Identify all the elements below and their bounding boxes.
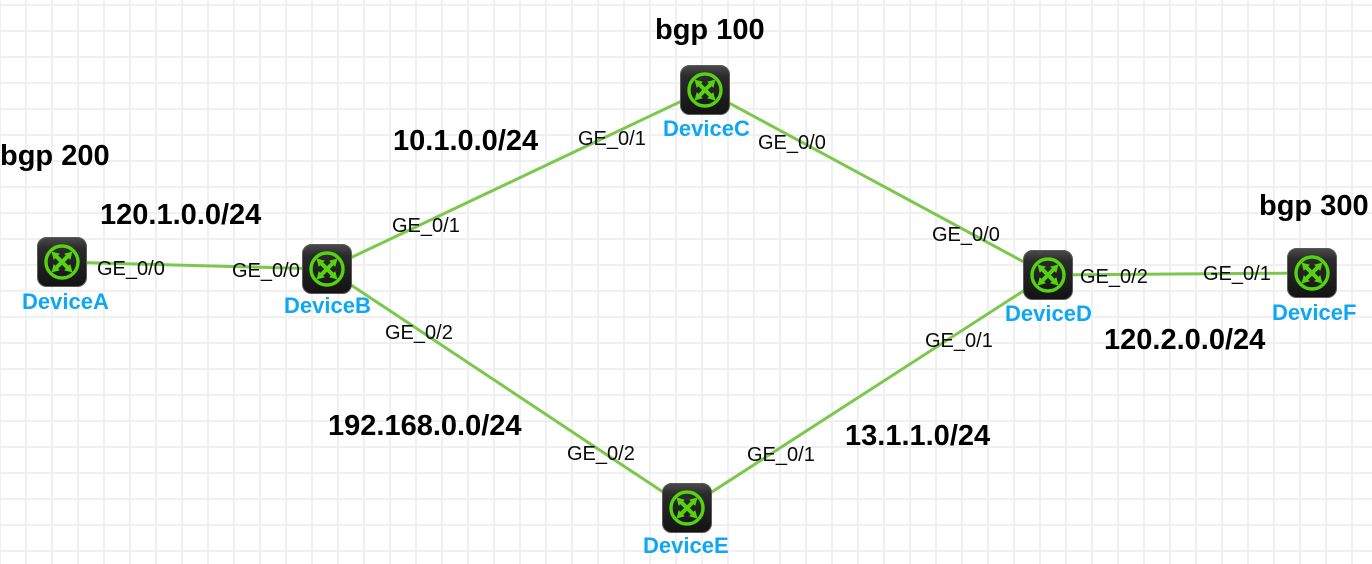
- router-icon: [680, 65, 730, 115]
- iface-label-deviceb-ge01: GE_0/1: [392, 215, 460, 237]
- network-label-13-1-1-0[interactable]: 13.1.1.0/24: [845, 420, 991, 452]
- device-label-deviced: DeviceD: [1005, 301, 1092, 326]
- link-deviceb-devicec[interactable]: [326, 88, 706, 271]
- router-icon: [662, 483, 712, 533]
- device-label-devicee: DeviceE: [643, 533, 729, 558]
- link-devicea-deviceb[interactable]: [61, 260, 328, 271]
- device-label-devicea: DeviceA: [22, 289, 109, 314]
- link-devicec-deviced[interactable]: [704, 88, 1049, 277]
- router-icon: [1023, 250, 1073, 300]
- link-deviceb-devicee[interactable]: [326, 267, 688, 510]
- iface-label-devicea-ge00: GE_0/0: [97, 258, 165, 280]
- iface-label-devicee-ge01: GE_0/1: [747, 444, 815, 466]
- router-icon: [1287, 248, 1337, 298]
- link-devicee-deviced[interactable]: [686, 273, 1049, 510]
- router-icon: [302, 244, 352, 294]
- network-label-192-168-0-0[interactable]: 192.168.0.0/24: [328, 410, 522, 442]
- device-node-devicec[interactable]: [680, 65, 730, 115]
- network-label-120-1-0-0[interactable]: 120.1.0.0/24: [100, 199, 262, 231]
- device-label-devicef: DeviceF: [1272, 300, 1357, 325]
- device-node-deviceb[interactable]: [302, 244, 352, 294]
- iface-label-devicec-ge01: GE_0/1: [578, 128, 646, 150]
- iface-label-devicef-ge01: GE_0/1: [1203, 263, 1271, 285]
- network-label-10-1-0-0[interactable]: 10.1.0.0/24: [393, 125, 539, 157]
- router-icon: [37, 237, 87, 287]
- device-node-deviced[interactable]: [1023, 250, 1073, 300]
- iface-label-deviced-ge01: GE_0/1: [925, 330, 993, 352]
- device-node-devicee[interactable]: [662, 483, 712, 533]
- network-label-120-2-0-0[interactable]: 120.2.0.0/24: [1104, 324, 1266, 356]
- as-label-bgp-300[interactable]: bgp 300: [1259, 190, 1369, 222]
- as-label-bgp-200[interactable]: bgp 200: [0, 140, 110, 172]
- iface-label-deviceb-ge00: GE_0/0: [232, 260, 300, 282]
- as-label-bgp-100[interactable]: bgp 100: [655, 14, 765, 46]
- iface-label-deviceb-ge02: GE_0/2: [385, 322, 453, 344]
- device-node-devicea[interactable]: [37, 237, 87, 287]
- iface-label-deviced-ge00: GE_0/0: [932, 224, 1000, 246]
- device-label-devicec: DeviceC: [663, 116, 750, 141]
- iface-label-deviced-ge02: GE_0/2: [1080, 266, 1148, 288]
- device-node-devicef[interactable]: [1287, 248, 1337, 298]
- iface-label-devicec-ge00: GE_0/0: [758, 132, 826, 154]
- iface-label-devicee-ge02: GE_0/2: [567, 443, 635, 465]
- device-label-deviceb: DeviceB: [284, 293, 371, 318]
- link-deviced-devicef[interactable]: [1047, 271, 1313, 277]
